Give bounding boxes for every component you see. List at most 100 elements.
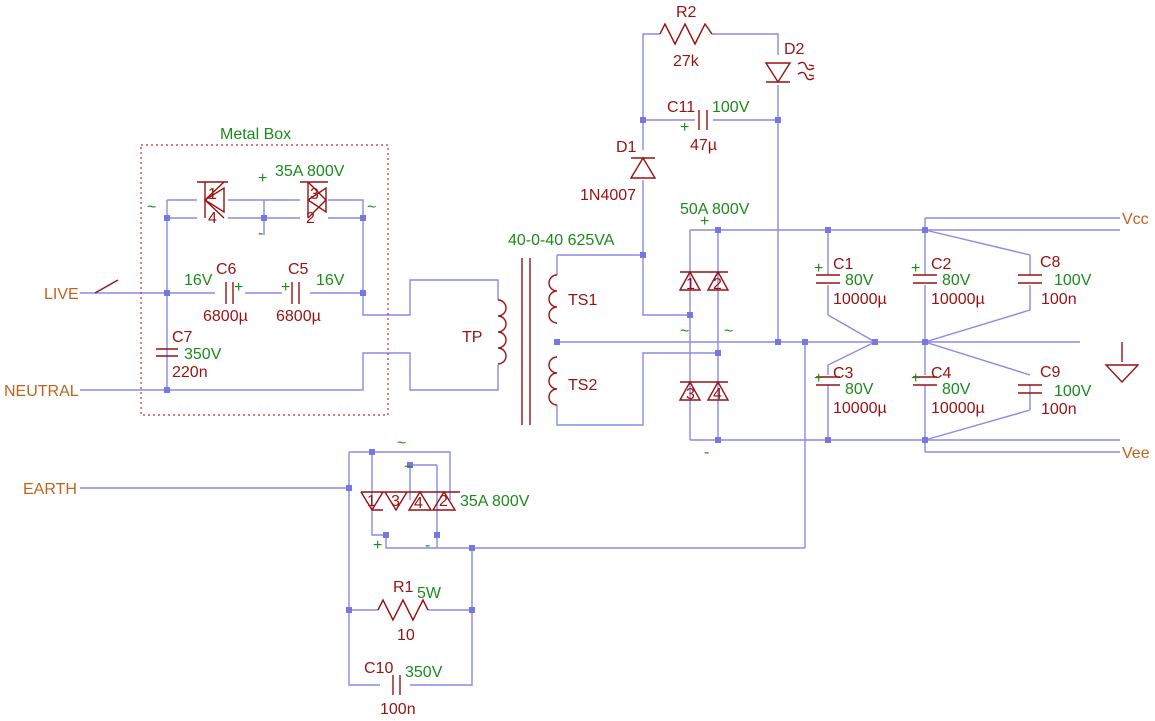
c4-voltage: 80V [942, 381, 971, 398]
c1-plus: + [814, 260, 823, 277]
capacitor-c4 [913, 376, 937, 386]
r1-value: 10 [397, 627, 415, 644]
c1-value: 10000µ [833, 291, 887, 308]
c10-name: C10 [364, 660, 393, 677]
c4-value: 10000µ [931, 400, 985, 417]
c4-name: C4 [931, 365, 952, 382]
c11-value: 47µ [690, 137, 717, 154]
c2-plus: + [911, 260, 920, 277]
c4-plus: + [911, 370, 920, 387]
c8-voltage: 100V [1054, 272, 1092, 289]
bridge1-minus: - [258, 225, 263, 242]
bridge3-rating: 35A 800V [460, 493, 530, 510]
resistor-r2 [659, 22, 713, 46]
bridge2-pin2: 2 [713, 276, 722, 293]
bridge1-pin1: 1 [208, 186, 217, 203]
bridge3-pin2: 2 [439, 493, 448, 510]
c10-voltage: 350V [405, 664, 443, 681]
c3-name: C3 [833, 365, 854, 382]
c9-value: 100n [1041, 401, 1077, 418]
bridge2-pin1: 1 [686, 276, 695, 293]
led-d2 [764, 61, 815, 84]
capacitor-c2 [913, 274, 937, 284]
capacitor-c10 [392, 675, 401, 695]
capacitor-c8 [1018, 274, 1042, 284]
resistor-r1 [377, 598, 429, 622]
c11-voltage: 100V [712, 99, 750, 116]
bridge2-ac-left: ~ [680, 323, 689, 340]
capacitor-c3 [816, 376, 840, 386]
c9-voltage: 100V [1054, 383, 1092, 400]
d1-part: 1N4007 [580, 187, 636, 204]
c6-name: C6 [216, 261, 237, 278]
net-labels: LIVE NEUTRAL EARTH Vcc Vee [4, 211, 1150, 498]
bridge3-ac-mid: ~ [404, 459, 413, 476]
bridge1-rectifier: 1 4 3 2 [197, 181, 328, 227]
bridge2-rating: 50A 800V [680, 201, 750, 218]
c3-value: 10000µ [833, 400, 887, 417]
transformer-rating: 40-0-40 625VA [508, 232, 615, 249]
bridge1-pin4: 4 [208, 210, 217, 227]
c1-voltage: 80V [845, 272, 874, 289]
c7-voltage: 350V [184, 346, 222, 363]
net-live: LIVE [44, 286, 79, 303]
c9-name: C9 [1040, 364, 1061, 381]
c3-voltage: 80V [845, 381, 874, 398]
bridge2-rectifier [678, 270, 730, 401]
capacitor-c6 [225, 282, 234, 304]
r1-name: R1 [393, 579, 414, 596]
r2-value: 27k [673, 53, 700, 70]
bridge2-ac-right: ~ [724, 323, 733, 340]
net-vee: Vee [1122, 445, 1150, 462]
diode-d1 [629, 156, 657, 179]
bridge1-plus: + [258, 170, 267, 187]
bridge3-pin1: 1 [367, 493, 376, 510]
bridge3-ac-top: ~ [397, 435, 406, 452]
junction-dots [164, 117, 928, 613]
net-earth: EARTH [23, 481, 77, 498]
bridge3-plus: + [373, 537, 382, 554]
net-vcc: Vcc [1122, 211, 1149, 228]
c5-name: C5 [288, 261, 309, 278]
d1-name: D1 [616, 139, 637, 156]
bridge1-rating: 35A 800V [275, 163, 345, 180]
d2-name: D2 [784, 41, 805, 58]
metal-box-outline [140, 144, 389, 416]
c10-value: 100n [380, 701, 416, 718]
c6-voltage: 16V [184, 272, 213, 289]
c1-name: C1 [833, 256, 854, 273]
c5-value: 6800µ [276, 308, 321, 325]
bridge2-pin3: 3 [686, 386, 695, 403]
c7-value: 220n [172, 364, 208, 381]
bridge3-minus: - [425, 537, 430, 554]
bridge2-plus: + [700, 213, 709, 230]
bridge2-pin4: 4 [713, 386, 722, 403]
bridge3-rectifier [360, 490, 460, 512]
c8-value: 100n [1041, 291, 1077, 308]
transformer-sec2-label: TS2 [568, 377, 597, 394]
r2-name: R2 [676, 4, 697, 21]
capacitor-c1 [816, 274, 840, 284]
c11-name: C11 [667, 99, 695, 116]
bridge3-pin4: 4 [414, 495, 423, 512]
bridge1-ac-left: ~ [147, 199, 156, 216]
capacitor-c9 [1018, 384, 1042, 394]
capacitor-c7 [156, 348, 178, 357]
c2-value: 10000µ [931, 291, 985, 308]
c8-name: C8 [1040, 254, 1061, 271]
bridge3-pin3: 3 [391, 493, 400, 510]
c2-voltage: 80V [942, 272, 971, 289]
transformer-sec1-label: TS1 [568, 292, 597, 309]
bridge1-pin2: 2 [306, 210, 315, 227]
c6-value: 6800µ [203, 308, 248, 325]
net-neutral: NEUTRAL [4, 383, 79, 400]
capacitor-c5 [291, 282, 300, 304]
live-switch [94, 279, 119, 294]
c3-plus: + [814, 370, 823, 387]
bridge1-pin3: 3 [310, 186, 319, 203]
bridge2-minus: - [704, 444, 709, 461]
metal-box-label: Metal Box [220, 126, 291, 143]
transformer-primary-label: TP [462, 329, 482, 346]
c6-plus: + [234, 279, 243, 296]
